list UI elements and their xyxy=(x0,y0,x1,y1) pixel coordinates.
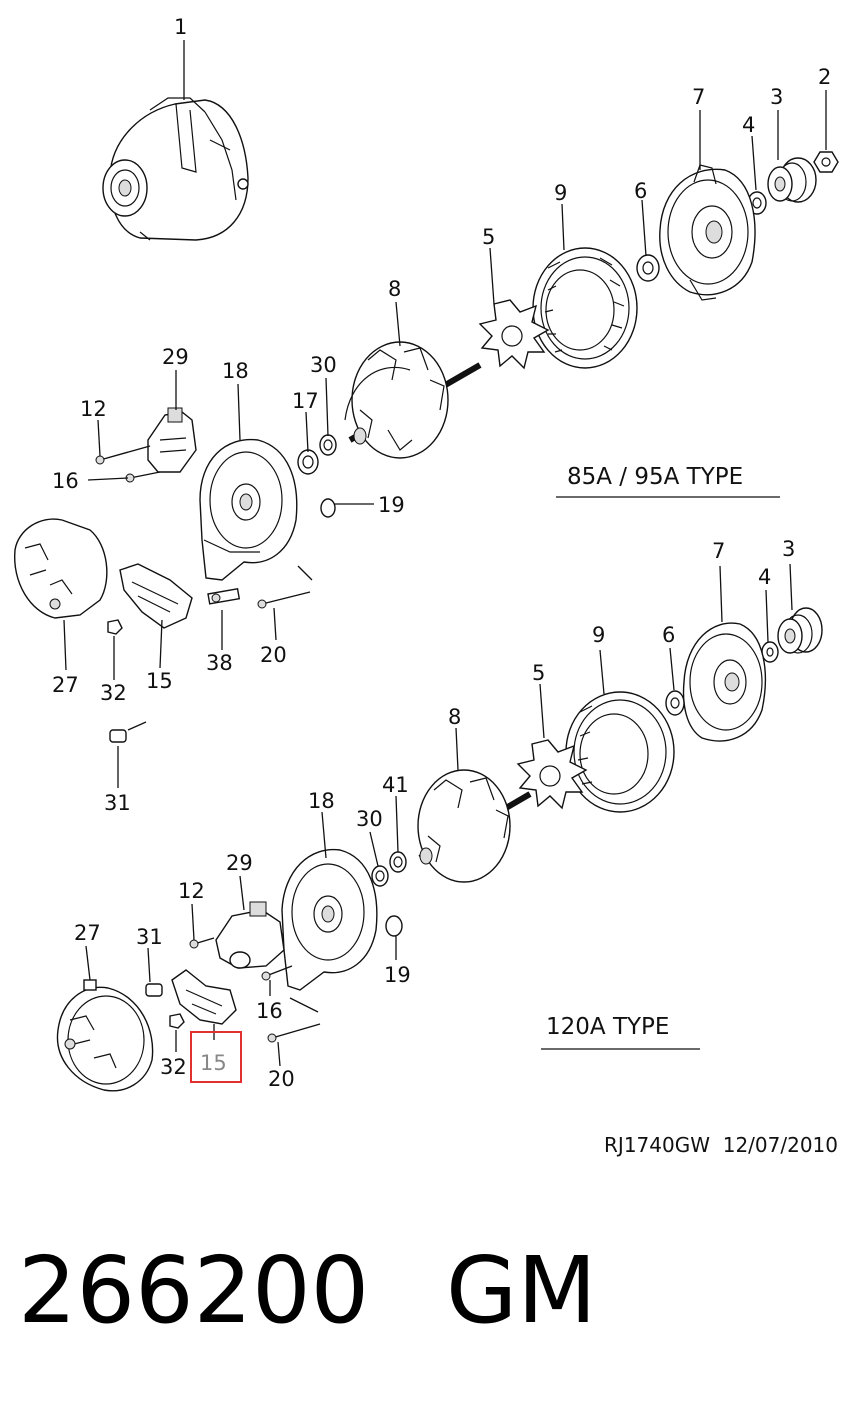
callouts-85a-95a: 1 2 3 4 5 6 7 8 9 12 15 16 17 18 19 20 2… xyxy=(52,15,831,815)
part-screw[interactable] xyxy=(189,937,215,949)
callout: 27 xyxy=(74,921,101,945)
catalog-number: 266200 xyxy=(18,1237,369,1344)
part-terminal[interactable] xyxy=(207,587,241,605)
section-title: 85A / 95A TYPE xyxy=(567,464,743,490)
callout: 7 xyxy=(692,85,705,109)
part-rectifier[interactable] xyxy=(171,969,237,1025)
callout: 32 xyxy=(100,681,127,705)
part-screw[interactable] xyxy=(261,965,293,981)
callout: 2 xyxy=(818,65,831,89)
callout: 20 xyxy=(268,1067,295,1091)
part-spacer-ring[interactable] xyxy=(636,254,660,282)
part-bush[interactable] xyxy=(320,498,336,518)
callout: 9 xyxy=(554,181,567,205)
part-spacer-ring[interactable] xyxy=(665,690,685,716)
callout: 4 xyxy=(742,113,755,137)
callout: 41 xyxy=(382,773,409,797)
callout: 3 xyxy=(782,537,795,561)
callout: 20 xyxy=(260,643,287,667)
part-rotor[interactable] xyxy=(417,769,532,883)
part-drive-end-housing[interactable] xyxy=(659,164,756,301)
callout: 29 xyxy=(162,345,189,369)
part-through-bolt[interactable] xyxy=(257,591,311,609)
part-pulley[interactable] xyxy=(777,607,823,654)
callout: 29 xyxy=(226,851,253,875)
callout: 5 xyxy=(482,225,495,249)
callout: 9 xyxy=(592,623,605,647)
callout: 16 xyxy=(52,469,79,493)
part-through-bolt[interactable] xyxy=(267,1023,321,1043)
callout: 4 xyxy=(758,565,771,589)
part-ring[interactable] xyxy=(371,865,389,887)
callout: 18 xyxy=(308,789,335,813)
part-nut[interactable] xyxy=(169,1013,185,1029)
brand-name: GM xyxy=(446,1237,597,1344)
part-rectifier[interactable] xyxy=(119,563,193,629)
leader-lines xyxy=(63,40,827,788)
callout: 5 xyxy=(532,661,545,685)
callout: 31 xyxy=(104,791,131,815)
callout: 12 xyxy=(80,397,107,421)
part-cover[interactable] xyxy=(14,518,108,619)
part-stator[interactable] xyxy=(565,691,675,813)
part-slip-ring-end-housing[interactable] xyxy=(199,438,298,581)
part-drive-end-housing[interactable] xyxy=(682,622,767,742)
part-slip-ring-end-housing[interactable] xyxy=(281,848,378,991)
callout: 32 xyxy=(160,1055,187,1079)
part-bush[interactable] xyxy=(385,915,403,937)
callout: 12 xyxy=(178,879,205,903)
part-ring[interactable] xyxy=(319,434,337,456)
part-bearing[interactable] xyxy=(297,449,319,475)
part-regulator[interactable] xyxy=(147,407,197,473)
part-cover[interactable] xyxy=(56,979,154,1092)
part-nut[interactable] xyxy=(107,619,123,635)
part-fan[interactable] xyxy=(478,299,550,370)
part-rotor[interactable] xyxy=(344,341,482,459)
leader-lines xyxy=(85,563,793,1067)
callout: 7 xyxy=(712,539,725,563)
callout: 8 xyxy=(388,277,401,301)
callout: 8 xyxy=(448,705,461,729)
part-stator[interactable] xyxy=(532,247,638,369)
callout: 17 xyxy=(292,389,319,413)
part-pulley[interactable] xyxy=(767,157,817,203)
part-bush[interactable] xyxy=(109,729,127,743)
callout: 6 xyxy=(634,179,647,203)
part-ring[interactable] xyxy=(389,851,407,873)
part-fan[interactable] xyxy=(516,739,588,810)
callout: 6 xyxy=(662,623,675,647)
highlight-box xyxy=(190,1031,242,1083)
callout-highlighted: 15 xyxy=(200,1051,227,1075)
callout: 3 xyxy=(770,85,783,109)
callout: 30 xyxy=(310,353,337,377)
drawing-reference: RJ1740GW 12/07/2010 xyxy=(604,1133,838,1157)
part-regulator[interactable] xyxy=(215,901,285,969)
callout: 38 xyxy=(206,651,233,675)
callout: 19 xyxy=(384,963,411,987)
part-nut[interactable] xyxy=(813,151,839,173)
callout: 1 xyxy=(174,15,187,39)
part-screw[interactable] xyxy=(95,445,151,465)
callout: 16 xyxy=(256,999,283,1023)
callout: 18 xyxy=(222,359,249,383)
callout: 27 xyxy=(52,673,79,697)
callout: 31 xyxy=(136,925,163,949)
section-title: 120A TYPE xyxy=(546,1014,669,1040)
callout: 19 xyxy=(378,493,405,517)
part-washer[interactable] xyxy=(761,641,779,663)
part-bush[interactable] xyxy=(145,983,163,997)
part-screw[interactable] xyxy=(125,471,161,483)
callout: 30 xyxy=(356,807,383,831)
callouts-120a: 3 4 5 6 7 8 9 12 15 16 18 19 20 27 29 30… xyxy=(74,537,795,1091)
part-alternator-assembly[interactable] xyxy=(102,97,249,241)
callout: 15 xyxy=(146,669,173,693)
